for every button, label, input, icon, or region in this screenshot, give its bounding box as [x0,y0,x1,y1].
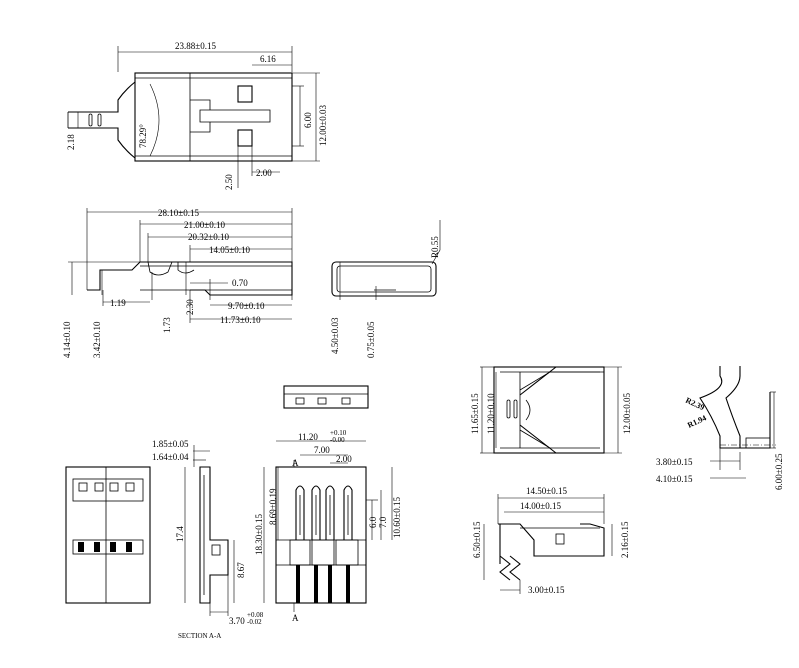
dim-h-414: 4.14±0.10 [62,321,72,358]
tol-front-370-up: +0.08 [247,611,264,619]
dim-end-height: 4.50±0.03 [330,317,340,354]
dim-pin-1060: 10.60±0.15 [392,497,402,538]
tol-pin-width-up: +0.10 [330,429,347,437]
dim-overall-length: 23.88±0.15 [175,41,216,51]
dim-pin-869: 8.69±0.19 [268,488,278,525]
tol-front-370-dn: -0.02 [247,618,262,626]
dim-front-867: 8.67 [236,562,246,578]
dim-shell-side-300: 3.00±0.15 [528,585,565,595]
dim-shell-1200: 12.00±0.05 [622,393,632,434]
dim-length-2032: 20.32±0.10 [188,232,229,242]
dim-front-height: 17.4 [175,526,185,542]
side-view: 28.10±0.15 21.00±0.10 20.32±0.10 14.05±0… [62,208,293,358]
tol-pin-width-dn: -0.00 [330,436,345,444]
dim-window-height: 6.00 [303,112,313,128]
dim-shell-1165: 11.65±0.15 [470,393,480,434]
dim-pin-1830: 18.30±0.15 [254,514,264,555]
pin-view: A A 11.20 +0.10 -0.00 7.00 2.00 18.30±0.… [254,429,402,623]
dim-length-1405: 14.05±0.10 [209,245,250,255]
shell-view: 11.65±0.15 11.20±0.10 12.00±0.05 [470,366,632,454]
dim-pin-70: 7.0 [378,516,388,528]
dim-clip-600: 6.00±0.25 [774,453,784,490]
clip-view: R2.39 R1.94 3.80±0.15 4.10±0.15 6.00±0.2… [656,366,784,490]
dim-slot-width: 2.00 [256,168,272,178]
dim-front-185: 1.85±0.05 [152,439,189,449]
section-marker-a-bottom: A [292,613,299,623]
dim-angle: 78.29° [138,124,148,148]
dim-clip-380: 3.80±0.15 [656,457,693,467]
section-label: SECTION A-A [178,632,221,640]
dim-clip-r239: R2.39 [684,396,706,413]
dim-shell-1120: 11.20±0.10 [486,393,496,434]
dim-length-21: 21.00±0.10 [184,220,225,230]
dim-body-height: 12.00±0.03 [318,105,328,146]
dim-length-total: 28.10±0.15 [158,208,199,218]
section-marker-a-top: A [292,458,299,468]
dim-clip-410: 4.10±0.15 [656,474,693,484]
dim-radius: R0.55 [430,236,440,258]
dim-end-lip: 0.75±0.05 [366,321,376,358]
dim-gap-070: 0.70 [232,278,248,288]
dim-slot-height: 2.50 [224,174,234,190]
dim-front-164: 1.64±0.04 [152,452,189,462]
dim-h-173: 1.73 [162,317,172,333]
shell-side-view: 14.50±0.15 14.00±0.15 6.50±0.15 2.16±0.1… [472,486,630,595]
dim-w-119: 1.19 [110,298,126,308]
dim-len-970: 9.70±0.10 [228,301,265,311]
dim-shell-side-1450: 14.50±0.15 [526,486,567,496]
dim-h-230: 2.30 [185,299,195,315]
dim-h-342: 3.42±0.10 [92,321,102,358]
top-view: 23.88±0.15 78.29° 6.16 6.00 12.00±0.03 [66,41,328,190]
front-view: 1.85±0.05 1.64±0.04 17.4 8.67 3.70 +0.08… [65,439,264,640]
dim-shell-side-650: 6.50±0.15 [472,521,482,558]
dim-pin-60: 6.0 [368,516,378,528]
dim-shell-side-1400: 14.00±0.15 [520,501,561,511]
dim-pin-pitch-200: 2.00 [336,454,352,464]
dim-pin-width: 11.20 [298,432,318,442]
dim-front-370: 3.70 [229,616,245,626]
dim-len-1173: 11.73±0.10 [220,315,261,325]
dim-window-width: 6.16 [260,54,276,64]
dim-pin-pitch-700: 7.00 [314,445,330,455]
dim-clip-r194: R1.94 [686,413,708,430]
small-top-part [283,385,369,409]
dim-shell-side-216: 2.16±0.15 [620,521,630,558]
end-view: R0.55 4.50±0.03 0.75±0.05 [330,220,441,358]
dim-tail-width: 2.18 [66,134,76,150]
